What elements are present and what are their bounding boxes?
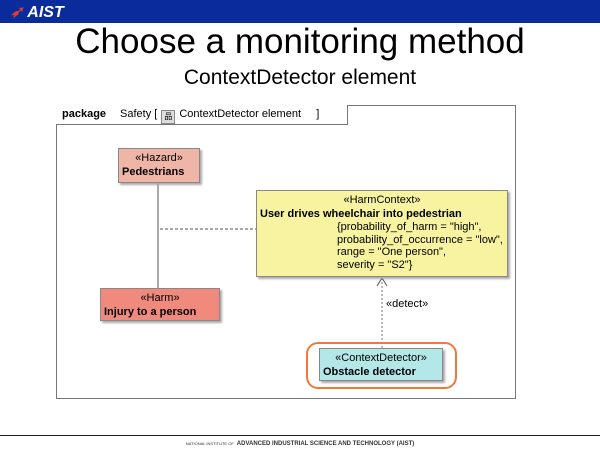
element-name: Injury to a person: [104, 306, 197, 318]
arrow-head-icon: [376, 277, 388, 287]
footer-prefix: NATIONAL INSTITUTE OF: [185, 441, 234, 446]
element-name: User drives wheelchair into pedestrian: [260, 208, 462, 220]
prop: severity = "S2"}: [337, 258, 413, 271]
stereotype: «Harm»: [140, 292, 180, 304]
element-name: Obstacle detector: [323, 366, 416, 378]
prop: {probability_of_harm = "high",: [337, 221, 482, 233]
diagram-name: ContextDetector element: [179, 108, 301, 120]
tagged-values: {probability_of_harm = "high", probabili…: [257, 221, 507, 271]
context-detector-element[interactable]: «ContextDetector» Obstacle detector: [319, 348, 443, 381]
stereotype: «ContextDetector»: [335, 352, 427, 364]
harm-context-element[interactable]: «HarmContext» User drives wheelchair into…: [256, 190, 508, 277]
frame-name: Safety [: [120, 108, 158, 120]
slide-subtitle: ContextDetector element: [183, 66, 417, 89]
hazard-element[interactable]: «Hazard» Pedestrians: [118, 148, 200, 183]
frame-kind: package: [62, 108, 107, 120]
frame-close: ]: [316, 108, 320, 120]
harm-element[interactable]: «Harm» Injury to a person: [100, 288, 220, 321]
stereotype: «Hazard»: [135, 152, 183, 164]
prop: range = "One person",: [337, 246, 447, 258]
diagram-icon: 品: [161, 110, 176, 124]
prop: probability_of_occurrence = "low",: [337, 233, 503, 246]
footer-divider: [0, 435, 600, 436]
element-name: Pedestrians: [122, 166, 185, 178]
detect-label: «detect»: [386, 298, 429, 310]
highlight-ring: [306, 342, 457, 389]
logo-text: AIST: [27, 4, 64, 21]
footer-text: ADVANCED INDUSTRIAL SCIENCE AND TECHNOLO…: [236, 441, 415, 447]
slide-title: Choose a monitoring method: [75, 22, 525, 61]
header-bar: [0, 0, 600, 23]
stereotype: «HarmContext»: [343, 194, 421, 206]
aist-logo: ➶ AIST: [10, 4, 64, 21]
